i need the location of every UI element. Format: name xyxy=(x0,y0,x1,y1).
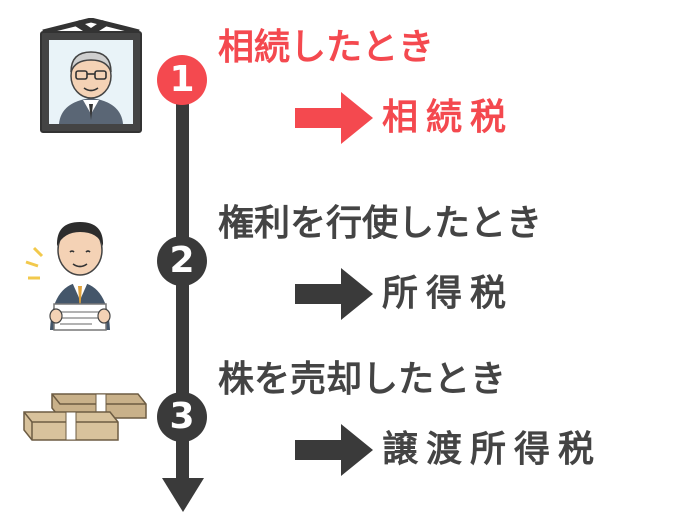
step-1-tax: 相続税 xyxy=(382,97,515,138)
step-2-number: 2 xyxy=(157,236,207,286)
memorial-portrait-icon xyxy=(37,18,145,136)
step-1-heading: 相続したとき xyxy=(218,27,435,68)
right-arrow-icon xyxy=(295,268,373,320)
down-arrow-icon xyxy=(162,478,204,512)
step-3-heading: 株を売却したとき xyxy=(218,359,507,400)
step-3-tax: 譲渡所得税 xyxy=(382,429,603,470)
timeline-line xyxy=(176,88,189,488)
right-arrow-icon xyxy=(295,92,373,144)
step-2-heading: 権利を行使したとき xyxy=(218,203,543,244)
step-3-number: 3 xyxy=(157,392,207,442)
step-1-number: 1 xyxy=(157,55,207,105)
right-arrow-icon xyxy=(295,424,373,476)
businessman-with-document-icon xyxy=(20,182,140,332)
money-stacks-icon xyxy=(22,388,148,448)
step-2-tax: 所得税 xyxy=(382,273,515,314)
